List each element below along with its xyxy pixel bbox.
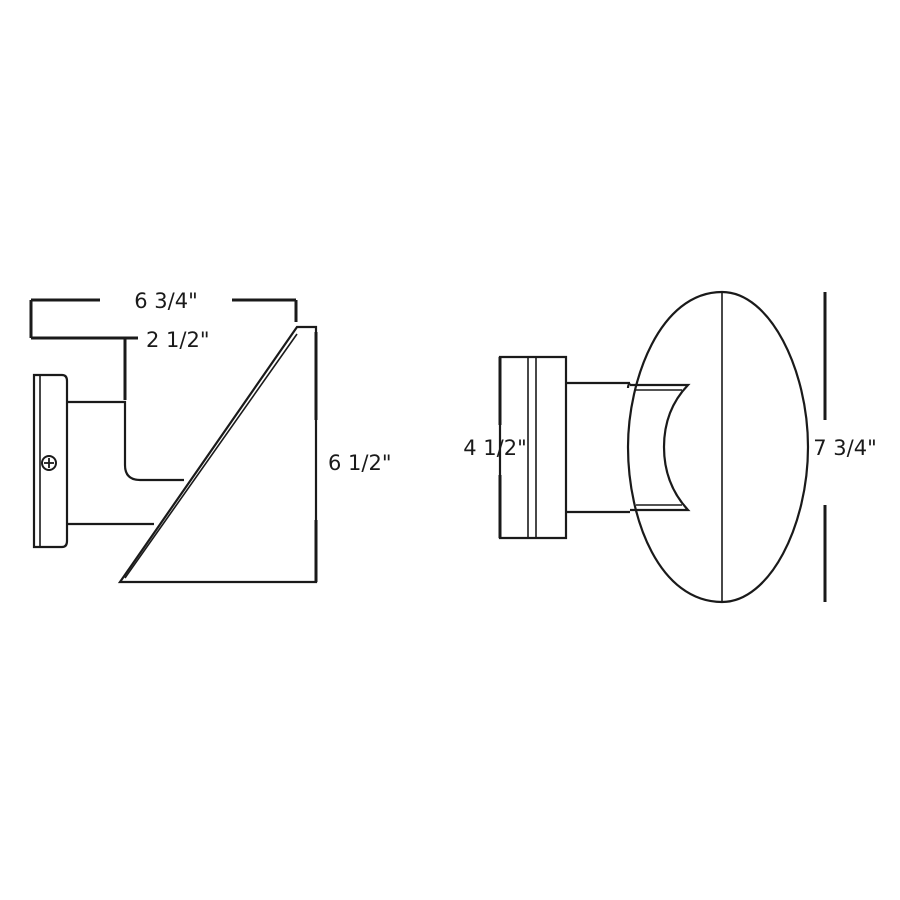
side-view: 6 3/4" 2 1/2" 6 1/2": [29, 289, 392, 584]
overall-depth-label: 6 3/4": [134, 289, 198, 313]
front-arm: [566, 381, 691, 514]
backplate-to-arm-label: 2 1/2": [146, 328, 210, 352]
side-shade: [117, 325, 318, 584]
side-backplate: [32, 373, 69, 549]
screw-icon: [41, 455, 57, 471]
dimension-shade-height: 7 3/4": [813, 292, 877, 602]
dimension-height: 6 1/2": [314, 332, 392, 582]
dimension-backplate-to-arm: 2 1/2": [31, 328, 210, 400]
dimension-overall-depth: 6 3/4": [29, 289, 298, 338]
side-arm: [67, 400, 184, 526]
front-view: 4 1/2" 7 3/4": [463, 290, 877, 604]
height-label: 6 1/2": [328, 451, 392, 475]
shade-height-label: 7 3/4": [813, 436, 877, 460]
dimension-backplate-height: 4 1/2": [463, 357, 527, 538]
front-shade: [626, 290, 810, 604]
backplate-height-label: 4 1/2": [463, 436, 527, 460]
